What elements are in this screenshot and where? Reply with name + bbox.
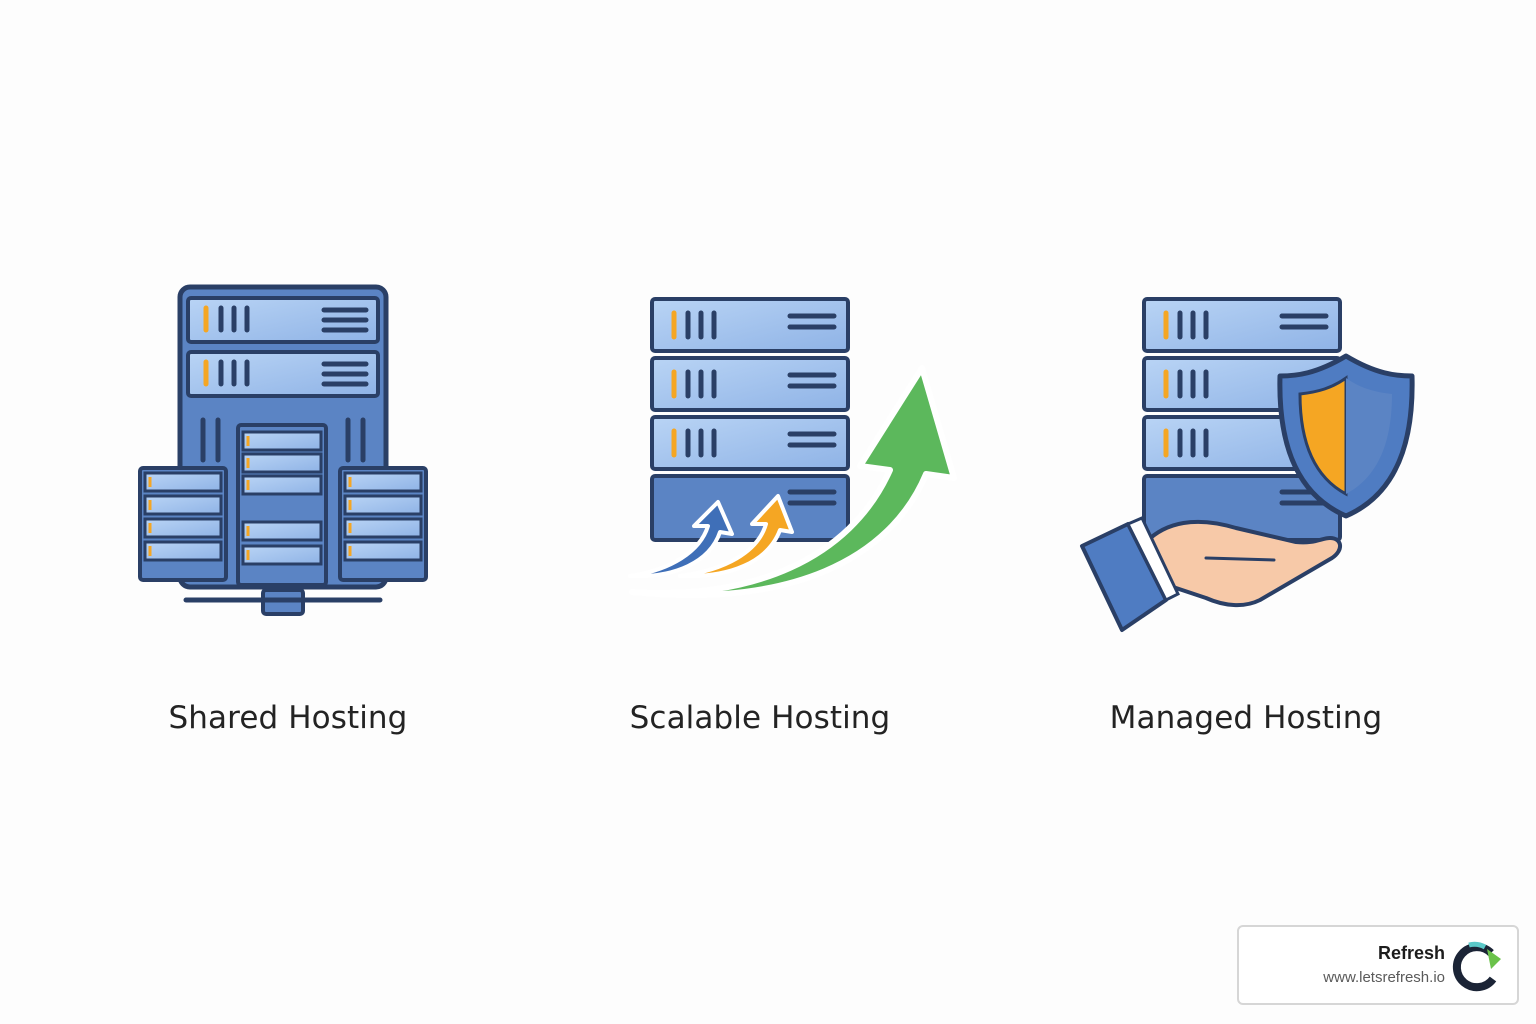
server-growth-arrows-icon — [628, 297, 957, 598]
panel-label: Managed Hosting — [1109, 700, 1383, 736]
brand-badge[interactable]: Refresh www.letsrefresh.io — [1237, 925, 1519, 1005]
panel-shared-hosting: Shared Hosting — [88, 270, 488, 750]
hand-server-shield-icon — [1080, 297, 1415, 632]
refresh-logo-icon — [1452, 941, 1501, 992]
panel-scalable-hosting: Scalable Hosting — [560, 270, 960, 750]
brand-name: Refresh — [1377, 943, 1445, 963]
panel-managed-hosting: Managed Hosting — [1046, 270, 1446, 750]
shared-server-rack-icon — [138, 284, 428, 616]
panel-label: Shared Hosting — [168, 700, 408, 736]
brand-url: www.letsrefresh.io — [1323, 969, 1445, 986]
panel-label: Scalable Hosting — [629, 700, 891, 736]
